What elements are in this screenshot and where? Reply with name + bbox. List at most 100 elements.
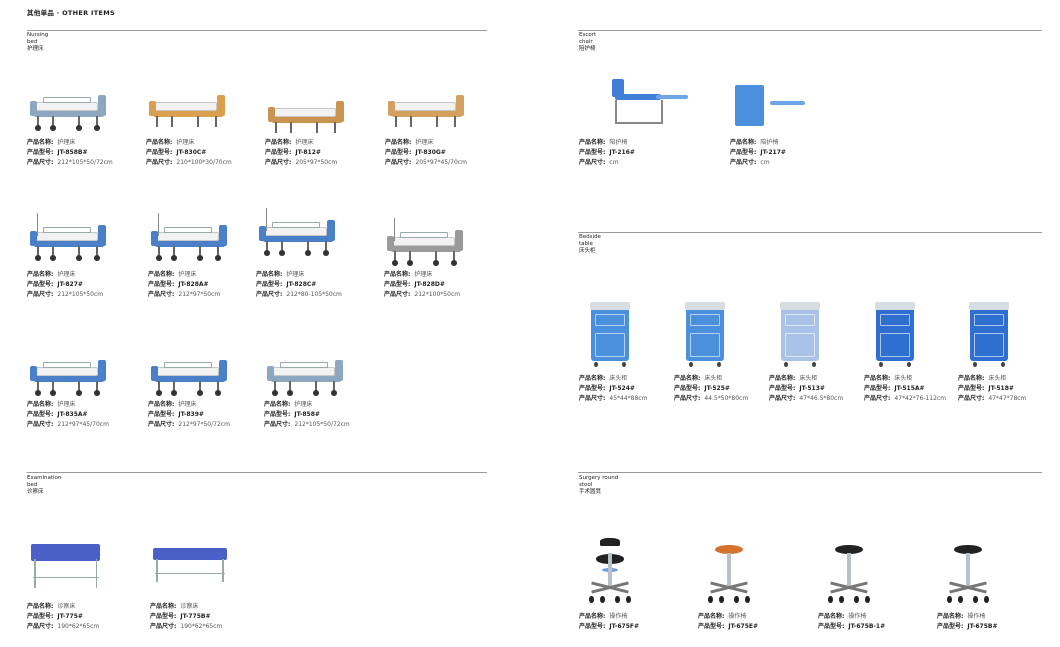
stool-wheel (734, 596, 739, 604)
exam-bed-leg (34, 559, 36, 589)
field-value: JT-515A# (894, 385, 925, 392)
product-size: 产品尺寸:212*80-105*50cm (256, 290, 342, 300)
product-size: 产品尺寸:210*100*30/70cm (146, 158, 232, 168)
field-label: 产品型号: (148, 411, 175, 418)
field-label: 产品名称: (150, 603, 177, 610)
product-name: 产品名称:床头柜 (864, 374, 946, 384)
bed-headboard (326, 219, 335, 242)
product-size: 产品尺寸:205*97*45/70cm (385, 158, 467, 168)
bed-leg (51, 246, 55, 257)
product-model: 产品型号:JT-828D# (384, 280, 460, 290)
product-info: 产品名称:诊察床产品型号:JT-775#产品尺寸:190*62*65cm (27, 602, 99, 632)
product-name: 产品名称:陪护椅 (730, 138, 786, 148)
bed-mattress (393, 101, 456, 112)
bed-leg (280, 241, 284, 252)
section-divider-stool (578, 472, 1042, 473)
product-size: 产品尺寸:47*46.5*80cm (769, 394, 843, 404)
product-size: 产品尺寸:47*47*78cm (958, 394, 1026, 404)
field-label: 产品名称: (385, 139, 412, 146)
bed-leg (314, 381, 318, 392)
bed-wheel (76, 255, 82, 261)
section-divider-bedside (578, 232, 1042, 233)
field-value: 床头柜 (799, 375, 818, 382)
stool-wheel (865, 596, 870, 604)
product-name: 产品名称:护理床 (384, 270, 460, 280)
stool-wheel (615, 596, 620, 604)
bed-wheel (49, 255, 56, 261)
product-name: 产品名称:操作椅 (818, 612, 885, 622)
exam-bed-leg (156, 559, 159, 582)
cabinet-icon (958, 298, 1020, 370)
bed-rail (43, 361, 91, 368)
field-label: 产品名称: (265, 139, 292, 146)
field-value: JT-775# (57, 613, 83, 620)
cabinet-top (969, 302, 1009, 310)
bed-leg (408, 251, 412, 262)
section-divider-exam (27, 472, 487, 473)
bed-wheel (406, 260, 413, 266)
cabinet-foot (906, 362, 912, 368)
bed-leg (77, 246, 81, 257)
field-value: 212*97*45/70cm (57, 421, 109, 428)
field-value: 212*105*50/72cm (294, 421, 350, 428)
bed-headboard (455, 94, 464, 117)
bed-wheel (49, 125, 56, 131)
product-model: 产品型号:JT-775B# (150, 612, 222, 622)
cabinet-body (591, 306, 629, 362)
stool-stem (847, 552, 851, 586)
field-value: 212*105*50cm (57, 291, 104, 298)
stool-with-back-icon (585, 538, 635, 606)
field-label: 产品尺寸: (27, 623, 54, 630)
header-divider (27, 30, 487, 31)
bed-wheel (170, 390, 177, 396)
stool-wheel (958, 596, 963, 604)
field-label: 产品尺寸: (385, 159, 412, 166)
product-name: 产品名称:护理床 (264, 400, 350, 410)
product-size: 产品尺寸:212*100*50cm (384, 290, 460, 300)
bed-footboard (151, 365, 158, 382)
product-info: 产品名称:操作椅产品型号:JT-675F# (579, 612, 639, 632)
field-value: 护理床 (178, 271, 197, 278)
field-value: JT-675F# (609, 623, 639, 630)
bed-frame (154, 239, 226, 248)
bed-wheel (331, 390, 337, 396)
product-info: 产品名称:护理床产品型号:JT-858#产品尺寸:212*105*50/72cm (264, 400, 350, 430)
bed-leg (434, 251, 438, 262)
field-value: JT-675B# (967, 623, 998, 630)
bed-frame (390, 244, 462, 253)
bed-wheel (35, 255, 41, 261)
chair-frame (614, 100, 663, 125)
field-label: 产品尺寸: (864, 395, 891, 402)
field-value: cm (609, 159, 619, 166)
field-value: JT-835A# (57, 411, 88, 418)
field-value: 护理床 (176, 139, 195, 146)
exam-bed-top (153, 547, 227, 560)
field-value: 44.5*50*80cm (704, 395, 749, 402)
field-label: 产品型号: (579, 623, 606, 630)
bed-footboard (267, 365, 274, 382)
product-info: 产品名称:护理床产品型号:JT-828D#产品尺寸:212*100*50cm (384, 270, 460, 300)
bed-leg (274, 122, 278, 133)
field-value: 护理床 (57, 139, 76, 146)
bed-leg (170, 116, 174, 127)
field-label: 产品名称: (579, 613, 606, 620)
exam-bed-leg (222, 559, 224, 582)
bed-leg (306, 241, 310, 252)
bed-wheel (278, 250, 285, 256)
stool-wheel (973, 596, 978, 604)
field-value: 操作椅 (967, 613, 986, 620)
product-info: 产品名称:床头柜产品型号:JT-518#产品尺寸:47*47*78cm (958, 374, 1026, 404)
stool-wheel (947, 596, 952, 604)
field-value: 护理床 (414, 271, 433, 278)
product-model: 产品型号:JT-524# (579, 384, 647, 394)
field-value: JT-675E# (728, 623, 758, 630)
field-value: JT-525# (704, 385, 730, 392)
cabinet-door (595, 332, 625, 358)
field-label: 产品型号: (264, 411, 291, 418)
product-name: 产品名称:操作椅 (698, 612, 758, 622)
field-value: JT-827# (57, 281, 83, 288)
cabinet-door (974, 332, 1004, 358)
product-model: 产品型号:JT-828A# (148, 280, 220, 290)
cabinet-door (690, 332, 720, 358)
cabinet-body (781, 306, 819, 362)
